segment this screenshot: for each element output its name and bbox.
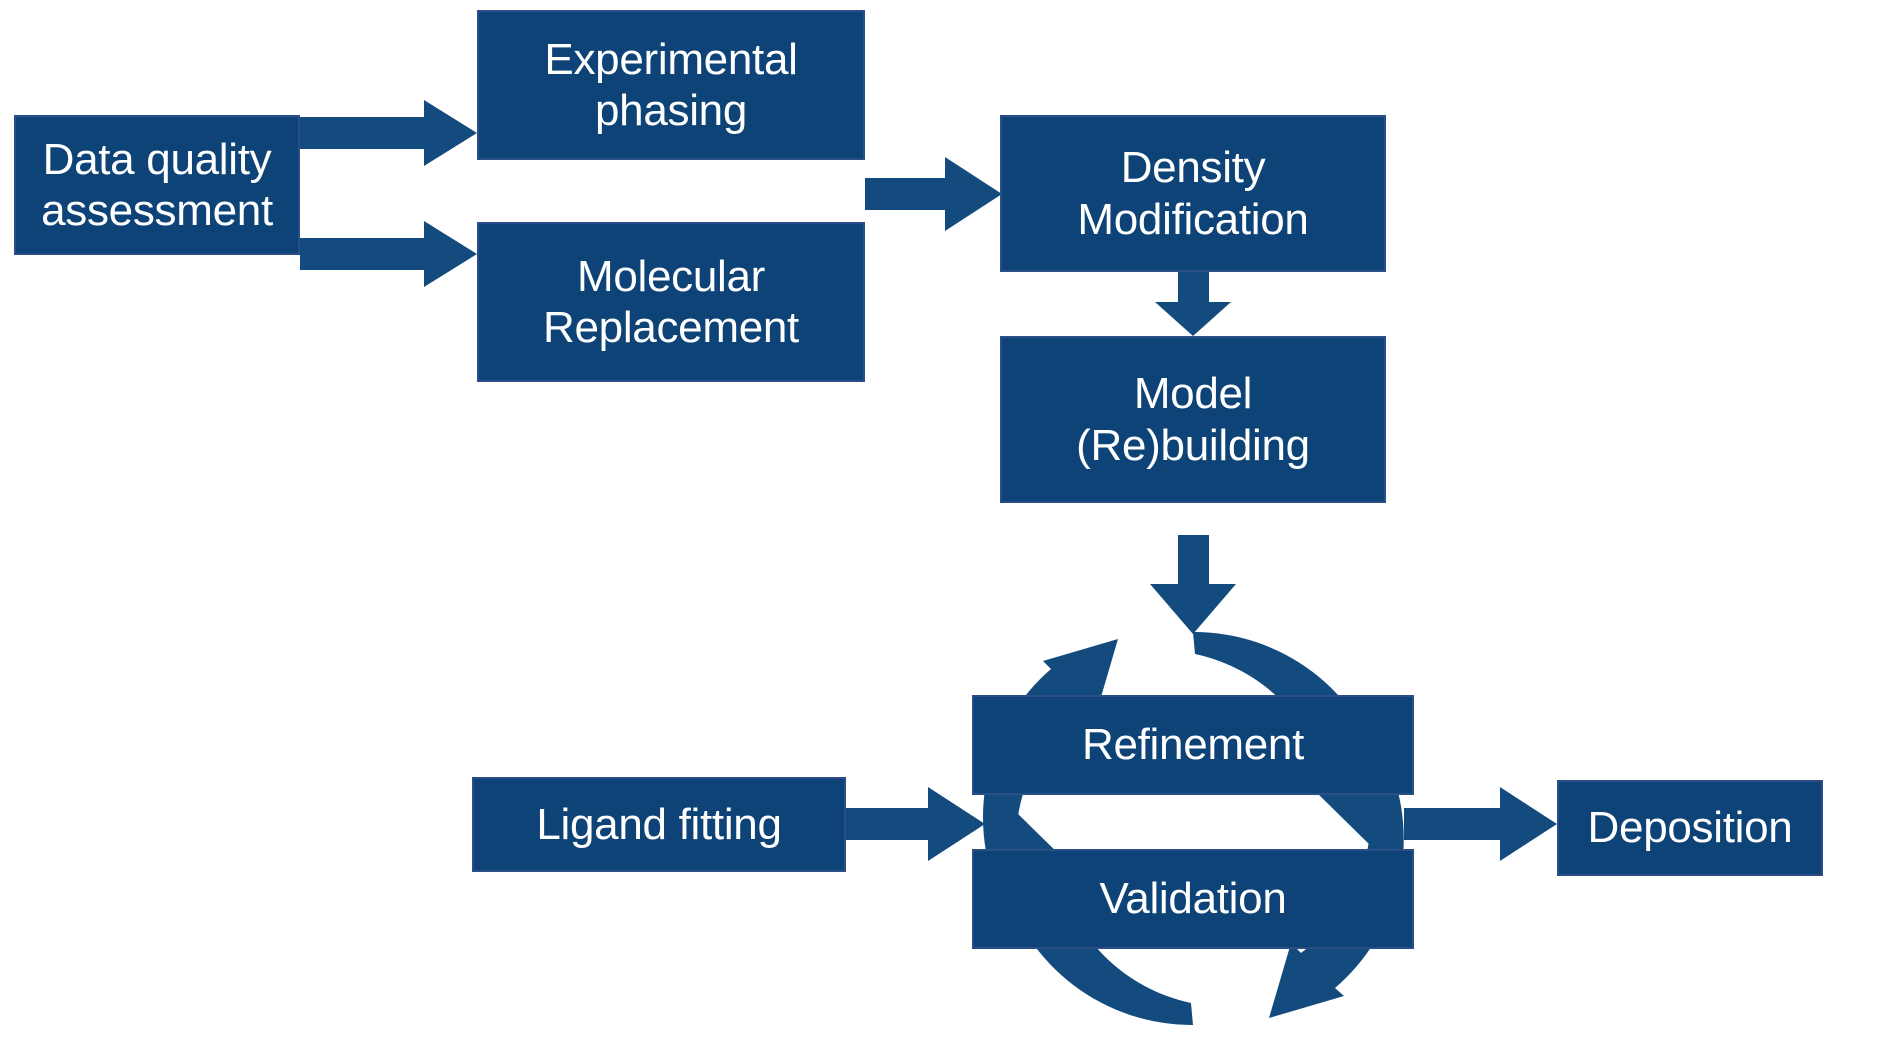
arrow-ligand-fitting-to-cycle bbox=[846, 787, 985, 861]
arrow-cycle-to-deposition bbox=[1404, 787, 1557, 861]
arrow-model-rebuilding-to-cycle bbox=[1150, 535, 1236, 634]
arrow-dqa-to-experimental-phasing bbox=[300, 100, 477, 166]
arrow-phasing-to-density-modification bbox=[865, 157, 1002, 231]
node-molecular-replacement[interactable]: Molecular Replacement bbox=[477, 222, 865, 382]
node-experimental-phasing[interactable]: Experimental phasing bbox=[477, 10, 865, 160]
arrow-dqa-to-molecular-replacement bbox=[300, 221, 477, 287]
node-ligand-fitting[interactable]: Ligand fitting bbox=[472, 777, 846, 872]
node-model-rebuilding[interactable]: Model (Re)building bbox=[1000, 336, 1386, 503]
cycle-arc-bottom-right bbox=[1269, 762, 1404, 1018]
arrow-density-modification-to-model-rebuilding bbox=[1155, 272, 1231, 336]
node-deposition[interactable]: Deposition bbox=[1557, 780, 1823, 876]
node-refinement[interactable]: Refinement bbox=[972, 695, 1414, 795]
node-data-quality-assessment[interactable]: Data quality assessment bbox=[14, 115, 300, 255]
node-validation[interactable]: Validation bbox=[972, 849, 1414, 949]
node-density-modification[interactable]: Density Modification bbox=[1000, 115, 1386, 272]
